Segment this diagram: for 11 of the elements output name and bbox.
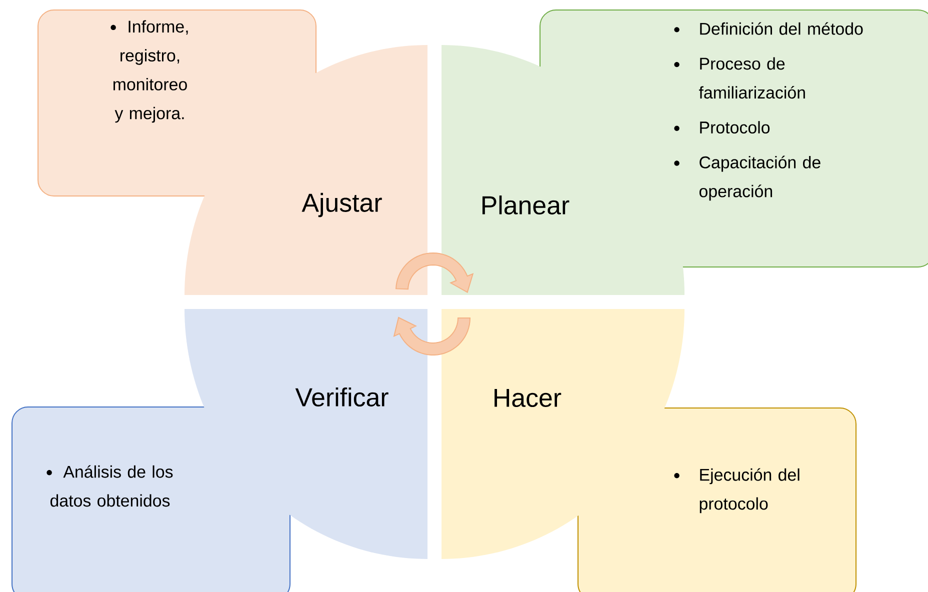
node-label: Análisis de los datos obtenidos (50, 465, 173, 507)
quadrant-sector: Verificar (184, 309, 428, 559)
node-label: Protocolo (700, 121, 770, 134)
node-label: Verificar (295, 387, 388, 406)
node-label: Proceso de familiarización (698, 57, 805, 99)
node-label: Definición del método (700, 22, 863, 35)
quadrant-sector: Planear (442, 45, 684, 295)
node-label: Ejecución del protocolo (700, 468, 800, 514)
node-label: Hacer (494, 388, 562, 408)
node-label: Capacitación de operación (699, 156, 820, 201)
quadrant-sector: Hacer (442, 309, 684, 559)
